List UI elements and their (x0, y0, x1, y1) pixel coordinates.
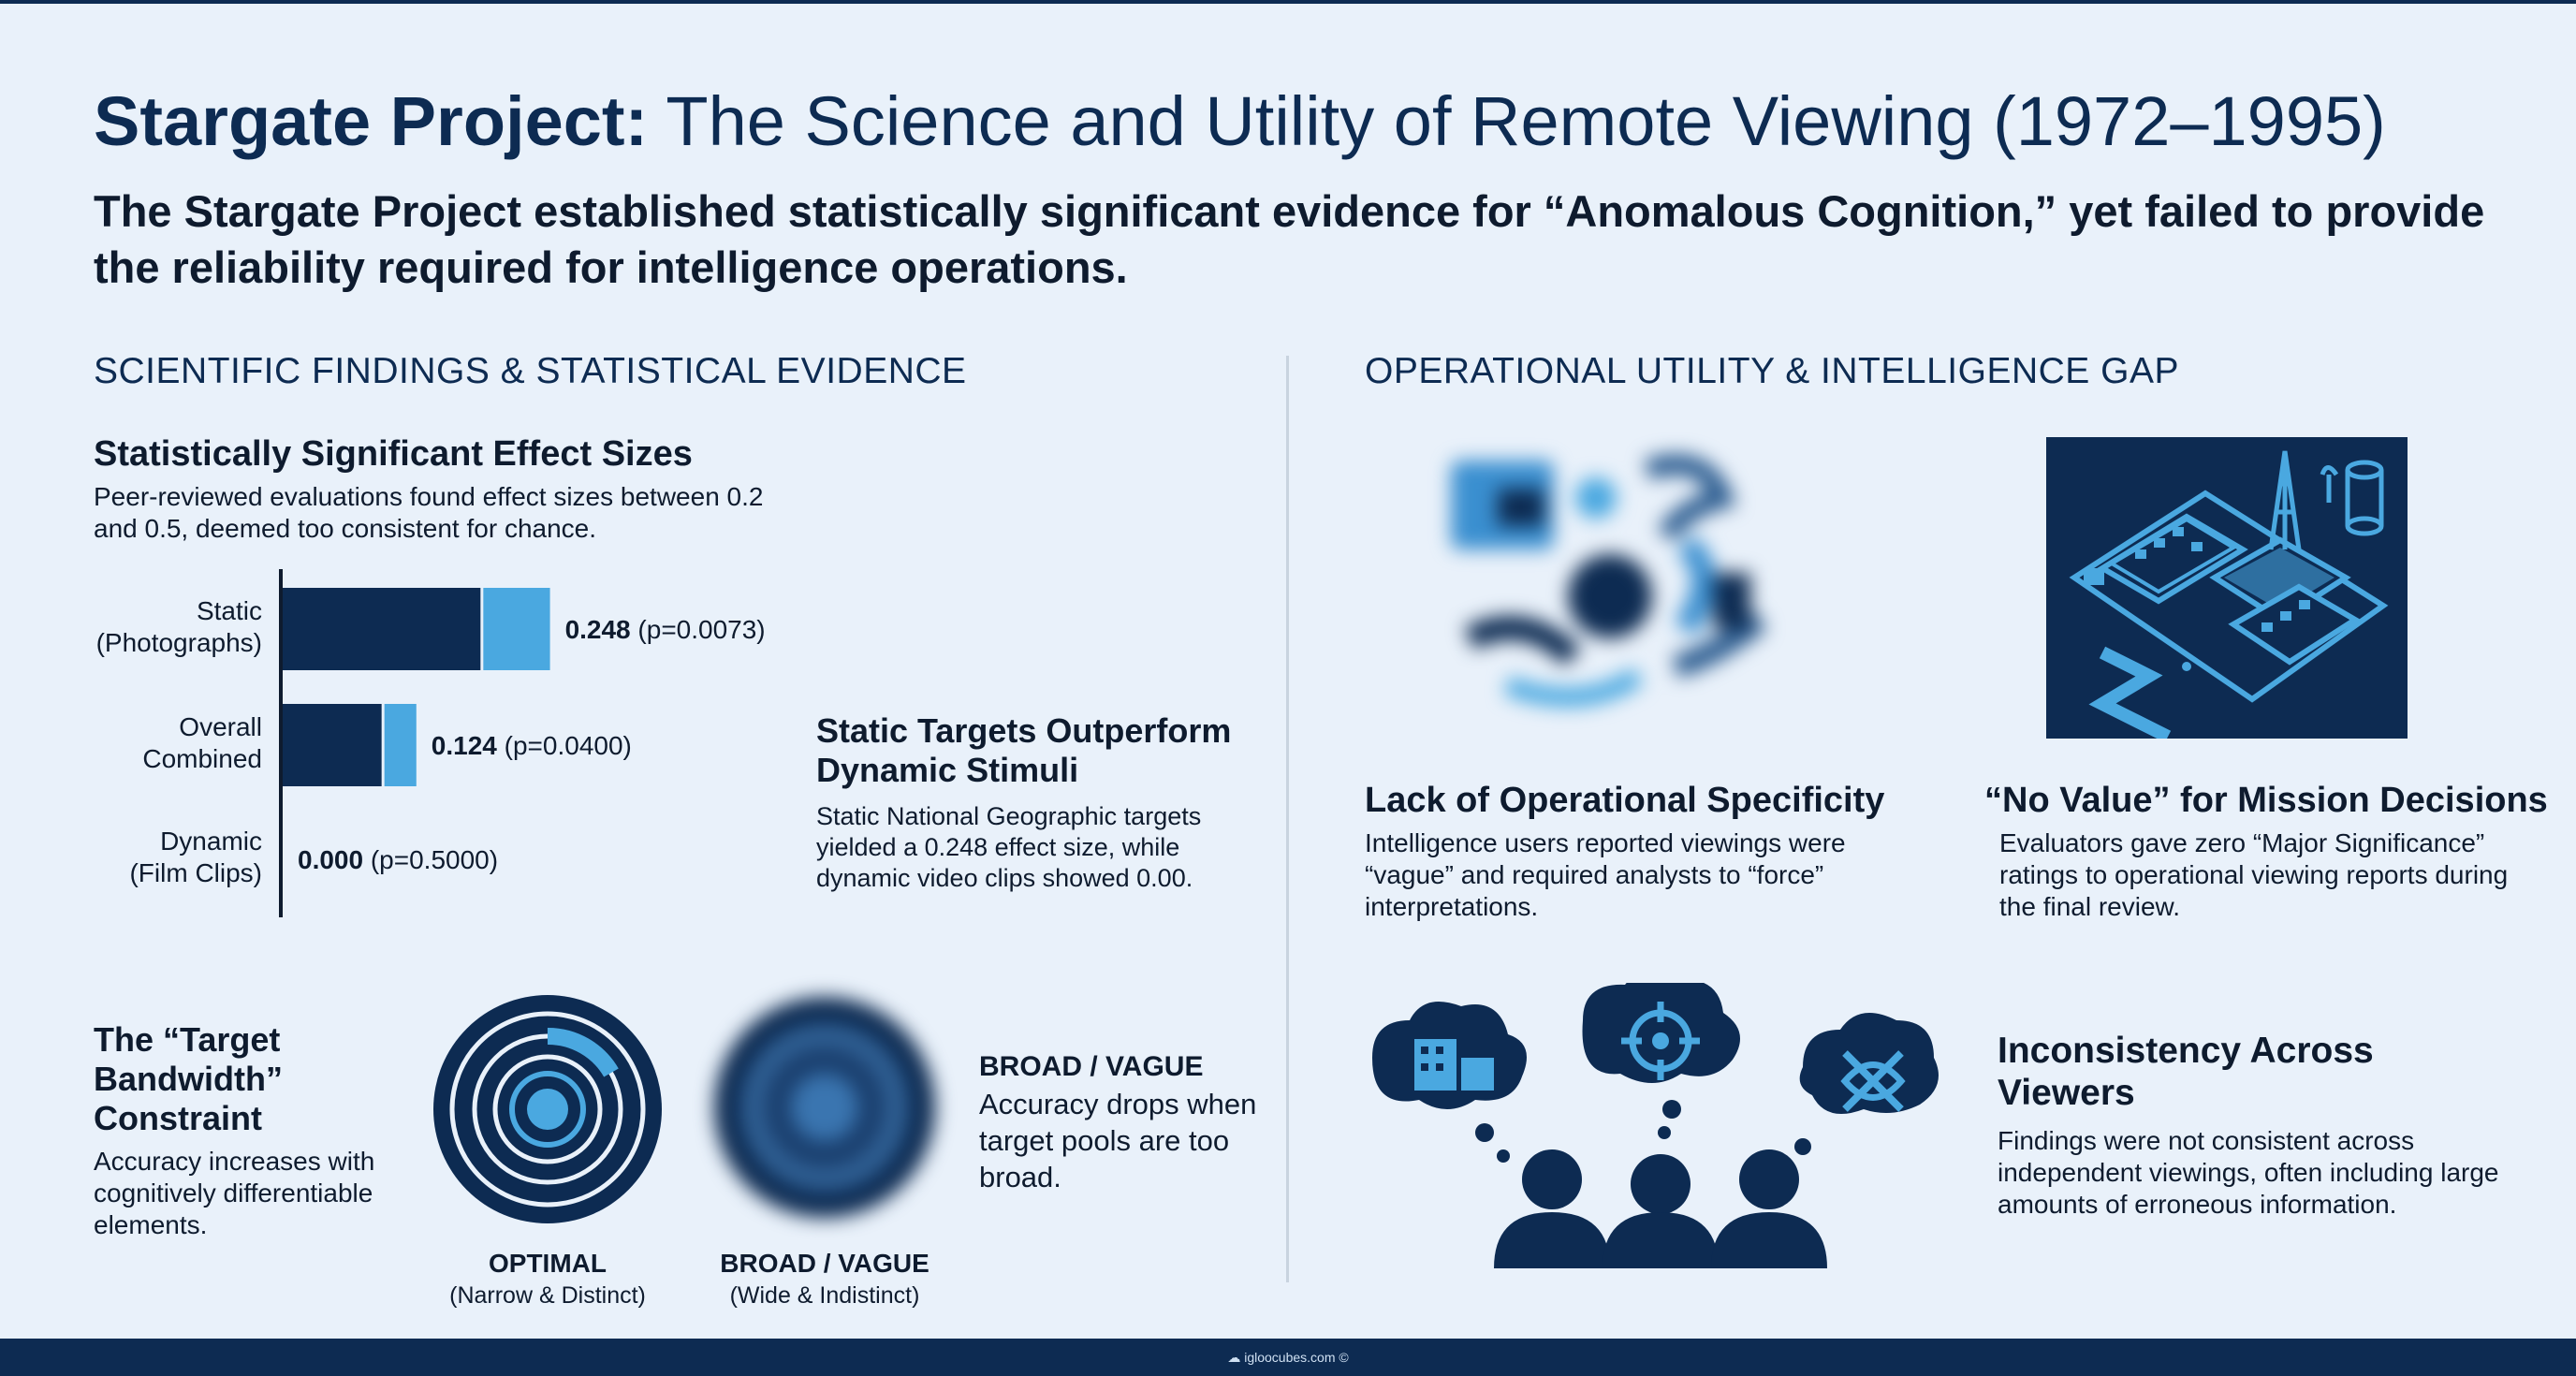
p-value-0: (p=0.0073) (637, 615, 765, 644)
value-number-1: 0.124 (432, 731, 505, 760)
broad-target-icon (714, 997, 935, 1218)
inconsistency-body: Findings were not consistent across inde… (1998, 1126, 2499, 1219)
footer-text: igloocubes.com © (1244, 1350, 1349, 1365)
effect-title: Statistically Significant Effect Sizes (94, 434, 693, 474)
optimal-sublabel: (Narrow & Distinct) (449, 1282, 646, 1309)
category-label-0: Static (197, 596, 262, 625)
specificity-body: Intelligence users reported viewings wer… (1365, 828, 1846, 921)
category-label-0: (Photographs) (96, 628, 262, 657)
category-label-2: (Film Clips) (129, 858, 262, 887)
bar-highlight-1 (384, 704, 417, 786)
value-number-0: 0.248 (565, 615, 638, 644)
bar-1 (283, 704, 382, 786)
value-label-1: 0.124 (p=0.0400) (432, 731, 632, 760)
broad-vague-body: Accuracy drops when target pools are too… (979, 1088, 1257, 1193)
no-value-title: “No Value” for Mission Decisions (1984, 781, 2548, 820)
top-border (0, 0, 2576, 4)
p-value-2: (p=0.5000) (371, 845, 498, 874)
right-section-heading: OPERATIONAL UTILITY & INTELLIGENCE GAP (1365, 351, 2179, 391)
broad-label: BROAD / VAGUE (720, 1249, 929, 1278)
value-label-2: 0.000 (p=0.5000) (298, 845, 498, 874)
no-value-body: Evaluators gave zero “Major Significance… (1999, 828, 2509, 921)
bandwidth-title: The “Target Bandwidth” Constraint (94, 1020, 283, 1137)
bar-highlight-0 (483, 588, 550, 670)
military-facility-illustration (2046, 437, 2408, 739)
effect-size-bar-chart: Static (Photographs) 0.248 (p=0.0073) Overa… (96, 569, 766, 917)
column-divider (1286, 356, 1289, 1282)
page-subtitle: The Stargate Project established statist… (94, 186, 2485, 292)
broad-sublabel: (Wide & Indistinct) (729, 1282, 920, 1309)
category-label-1: Overall (179, 712, 262, 741)
category-label-2: Dynamic (160, 827, 262, 856)
p-value-1: (p=0.0400) (505, 731, 632, 760)
value-number-2: 0.000 (298, 845, 371, 874)
footer: ☁ igloocubes.com © (0, 1339, 2576, 1376)
static-vs-dynamic-title: Static Targets Outperform Dynamic Stimul… (816, 711, 1232, 789)
optimal-label: OPTIMAL (489, 1249, 607, 1278)
inconsistency-title: Inconsistency Across Viewers (1998, 1031, 2374, 1113)
bar-0 (283, 588, 481, 670)
optimal-target-icon (433, 995, 662, 1223)
cloud-icon: ☁ (1227, 1350, 1241, 1365)
bandwidth-body: Accuracy increases with cognitively diff… (94, 1147, 375, 1239)
title-bold: Stargate Project: (94, 82, 649, 160)
title-rest: The Science and Utility of Remote Viewin… (666, 82, 2386, 160)
static-vs-dynamic-body: Static National Geographic targets yield… (816, 802, 1202, 892)
effect-body: Peer-reviewed evaluations found effect s… (94, 482, 764, 543)
broad-vague-title: BROAD / VAGUE (979, 1051, 1204, 1082)
vague-fragments-illustration (1451, 454, 1767, 707)
left-section-heading: SCIENTIFIC FINDINGS & STATISTICAL EVIDEN… (94, 351, 967, 391)
category-label-1: Combined (142, 744, 262, 773)
page-title: Stargate Project: The Science and Utilit… (94, 77, 2527, 167)
specificity-title: Lack of Operational Specificity (1365, 781, 1885, 820)
value-label-0: 0.248 (p=0.0073) (565, 615, 766, 644)
viewers-thinking-illustration (1372, 983, 1939, 1268)
